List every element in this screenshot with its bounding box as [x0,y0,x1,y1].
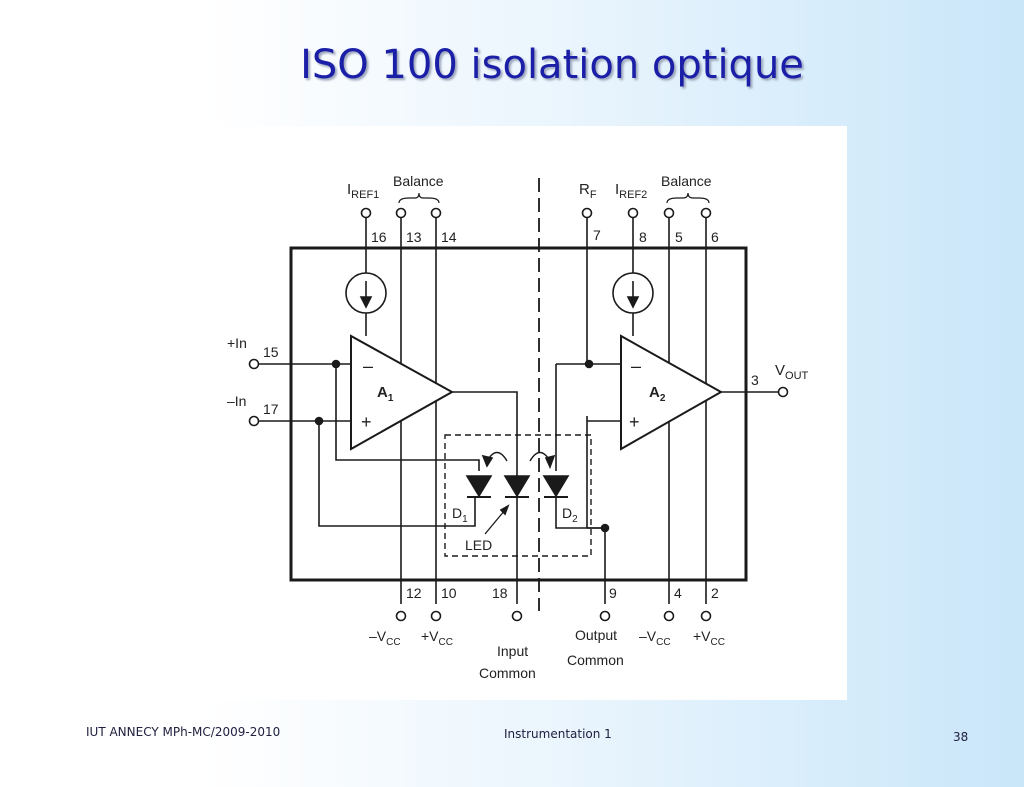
led-pointer-head [499,504,510,516]
pin-12-label: 12 [406,585,422,601]
pin-17-circle [248,415,260,427]
amp-a2-plus: + [629,412,640,432]
current-source-2 [612,272,654,314]
pin-8-label: 8 [639,229,647,245]
pin-7-label: 7 [593,227,601,243]
chip-outline [289,246,748,582]
amplifier-a2 [620,334,724,451]
amp-a1-label: A1 [377,384,394,404]
pin-10-label: 10 [441,585,457,601]
bottom-pin-circles [395,610,712,622]
amp-a2-label: A2 [649,384,666,404]
label-vcc-pos-left: +VCC [421,628,453,648]
balance-brace-left [398,192,440,204]
label-d1: D1 [452,505,468,525]
amp-a2-minus: – [631,356,641,376]
pin-16-label: 16 [371,229,387,245]
label-vcc-pos-right: +VCC [693,628,725,648]
label-rf: RF [579,181,597,201]
pin-9-label: 9 [609,585,617,601]
pin-5-label: 5 [675,229,683,245]
top-pin-circles [360,207,712,219]
label-iref2: IREF2 [615,181,647,201]
label-led: LED [465,537,492,553]
label-vout: VOUT [775,362,809,382]
pin-6-label: 6 [711,229,719,245]
label-vcc-neg-right: –VCC [639,628,671,648]
circuit-svg: IREF1 Balance RF IREF2 Balance 16 13 14 … [227,173,809,681]
diode-led [503,475,531,498]
page-number: 38 [953,730,969,744]
led-pointer [484,509,506,535]
label-balance-right: Balance [661,173,712,189]
label-output-common-1: Output [575,627,617,643]
circuit-diagram: IREF1 Balance RF IREF2 Balance 16 13 14 … [203,126,847,700]
footer-course: Instrumentation 1 [504,727,612,741]
diode-d1 [465,475,493,498]
slide-title: ISO 100 isolation optique [300,42,804,88]
vout-pin [777,386,789,398]
pin-17-label: 17 [263,401,279,417]
light-arc-left-head [481,454,494,468]
diode-d2 [542,475,570,498]
label-iref1: IREF1 [347,181,379,201]
label-output-common-2: Common [567,652,624,668]
balance-brace-right [666,192,710,204]
pin-15-label: 15 [263,344,279,360]
pin-15-circle [248,358,260,370]
pin-14-label: 14 [441,229,457,245]
label-balance-left: Balance [393,173,444,189]
pin-4-label: 4 [674,585,682,601]
label-input-common-2: Common [479,665,536,681]
a1-output-wire [452,391,518,604]
footer-institution: IUT ANNECY MPh-MC/2009-2010 [86,725,281,739]
light-arc-right-head [544,454,556,470]
label-vcc-neg-left: –VCC [369,628,401,648]
pin-3-label: 3 [751,372,759,388]
a2-feedback-wires [555,359,621,604]
label-input-common-1: Input [497,643,528,659]
label-in-plus: +In [227,335,247,351]
amplifier-a1 [350,334,455,451]
optocoupler-box [444,434,592,557]
pin-13-label: 13 [406,229,422,245]
label-d2: D2 [562,505,578,525]
pin-18-label: 18 [492,585,508,601]
input-wires [258,359,480,527]
amp-a1-minus: – [363,356,373,376]
label-in-minus: –In [227,393,246,409]
current-source-1 [345,272,387,314]
amp-a1-plus: + [361,412,372,432]
pin-2-label: 2 [711,585,719,601]
